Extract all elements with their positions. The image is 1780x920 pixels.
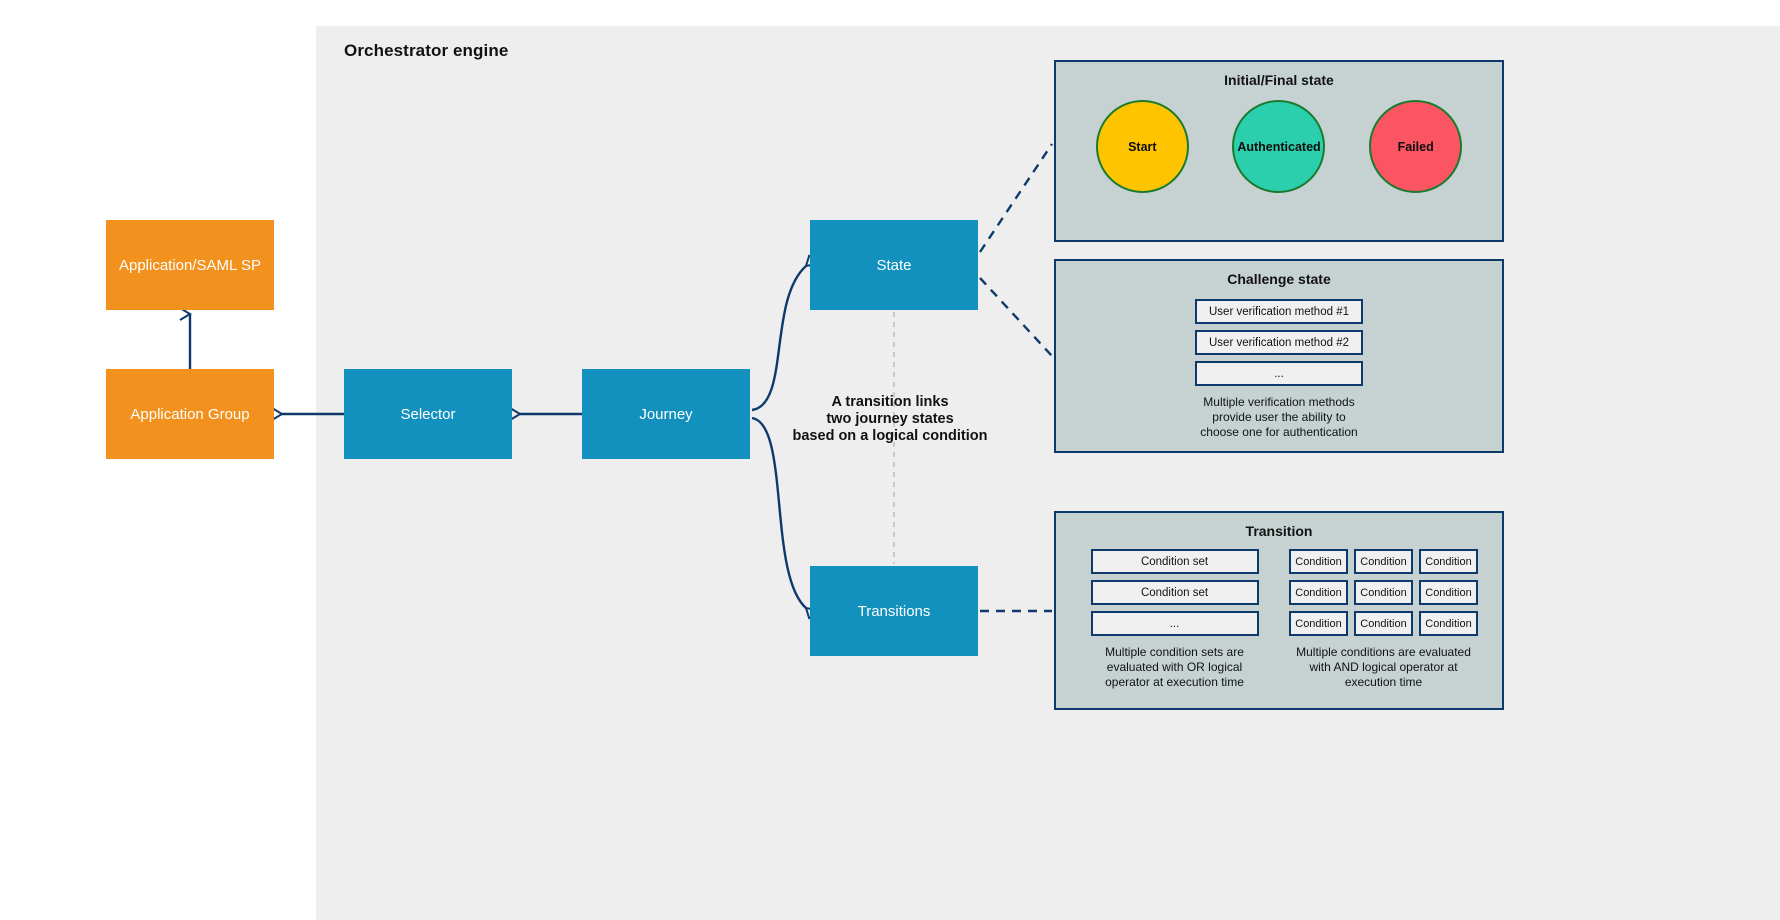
transition-annotation: A transition links two journey states ba… <box>790 394 990 445</box>
condition-row: Condition Condition Condition <box>1289 611 1478 636</box>
condition-cell[interactable]: Condition <box>1289 549 1348 574</box>
initial-final-state-title: Initial/Final state <box>1224 72 1334 88</box>
condition-set-item[interactable]: ... <box>1090 611 1259 636</box>
condition-grid-caption: Multiple conditions are evaluated with A… <box>1286 645 1481 690</box>
condition-cell[interactable]: Condition <box>1289 611 1348 636</box>
condition-grid-caption-line-2: with AND logical operator at <box>1309 660 1458 674</box>
initial-final-state-panel: Initial/Final state Start Authenticated … <box>1054 60 1504 242</box>
transition-panel-title: Transition <box>1245 523 1313 539</box>
condition-cell[interactable]: Condition <box>1419 611 1478 636</box>
node-label: Application/SAML SP <box>118 256 262 274</box>
node-application-saml-sp[interactable]: Application/SAML SP <box>106 220 274 310</box>
condition-cell[interactable]: Condition <box>1289 580 1348 605</box>
condition-set-item[interactable]: Condition set <box>1090 549 1259 574</box>
condition-set-item[interactable]: Condition set <box>1090 580 1259 605</box>
node-label: Selector <box>400 405 456 423</box>
condition-set-caption-line-3: operator at execution time <box>1105 675 1244 689</box>
node-label: State <box>876 256 912 274</box>
node-transitions[interactable]: Transitions <box>810 566 978 656</box>
annotation-line-2: two journey states <box>826 411 954 427</box>
transition-columns: Condition set Condition set ... Multiple… <box>1056 549 1502 690</box>
challenge-caption-line-1: Multiple verification methods <box>1203 395 1355 409</box>
condition-grid-column: Condition Condition Condition Condition … <box>1286 549 1482 690</box>
annotation-line-1: A transition links <box>831 394 949 410</box>
node-application-group[interactable]: Application Group <box>106 369 274 459</box>
condition-set-caption-line-2: evaluated with OR logical <box>1106 660 1243 674</box>
state-circle-authenticated[interactable]: Authenticated <box>1232 100 1326 193</box>
state-circle-label: Failed <box>1397 139 1434 154</box>
condition-set-caption-line-1: Multiple condition sets are <box>1105 645 1244 659</box>
verification-method-item[interactable]: User verification method #1 <box>1195 299 1363 324</box>
condition-grid-caption-line-3: execution time <box>1344 675 1423 689</box>
node-selector[interactable]: Selector <box>344 369 512 459</box>
condition-row: Condition Condition Condition <box>1289 580 1478 605</box>
verification-method-item[interactable]: ... <box>1195 361 1363 386</box>
challenge-caption: Multiple verification methods provide us… <box>1056 395 1502 440</box>
node-label: Application Group <box>130 405 250 423</box>
challenge-state-title: Challenge state <box>1227 271 1331 287</box>
condition-cell[interactable]: Condition <box>1354 611 1413 636</box>
condition-cell[interactable]: Condition <box>1419 549 1478 574</box>
node-journey[interactable]: Journey <box>582 369 750 459</box>
node-state[interactable]: State <box>810 220 978 310</box>
state-circle-start[interactable]: Start <box>1095 100 1189 193</box>
node-label: Journey <box>639 405 693 423</box>
challenge-caption-line-2: provide user the ability to <box>1212 410 1346 424</box>
condition-set-caption: Multiple condition sets are evaluated wi… <box>1095 645 1254 690</box>
condition-cell[interactable]: Condition <box>1419 580 1478 605</box>
transition-panel: Transition Condition set Condition set .… <box>1054 511 1504 710</box>
state-circle-row: Start Authenticated Failed <box>1056 100 1502 193</box>
condition-set-list: Condition set Condition set ... <box>1090 549 1259 636</box>
state-circle-failed[interactable]: Failed <box>1369 100 1463 193</box>
page-title: Orchestrator engine <box>344 41 509 60</box>
node-label: Transitions <box>857 602 931 620</box>
condition-grid-caption-line-1: Multiple conditions are evaluated <box>1296 645 1471 659</box>
state-circle-label: Start <box>1128 139 1157 154</box>
condition-row: Condition Condition Condition <box>1289 549 1478 574</box>
challenge-caption-line-3: choose one for authentication <box>1200 425 1358 439</box>
condition-cell[interactable]: Condition <box>1354 580 1413 605</box>
verification-method-list: User verification method #1 User verific… <box>1056 299 1502 386</box>
verification-method-item[interactable]: User verification method #2 <box>1195 330 1363 355</box>
orchestrator-engine-panel <box>316 26 1780 920</box>
challenge-state-panel: Challenge state User verification method… <box>1054 259 1504 453</box>
condition-set-column: Condition set Condition set ... Multiple… <box>1077 549 1273 690</box>
condition-cell[interactable]: Condition <box>1354 549 1413 574</box>
annotation-line-3: based on a logical condition <box>792 428 988 444</box>
condition-grid: Condition Condition Condition Condition … <box>1289 549 1478 636</box>
state-circle-label: Authenticated <box>1237 139 1321 154</box>
